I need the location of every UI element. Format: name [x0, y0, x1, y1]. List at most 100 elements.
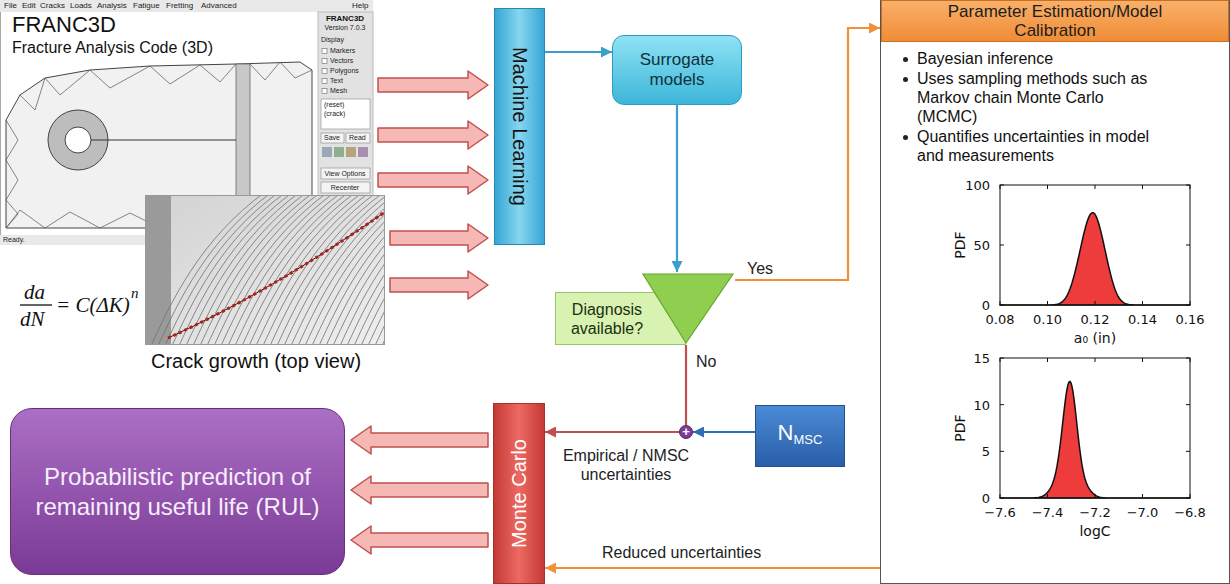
tick-label: 0 [982, 298, 990, 313]
bullet-dot [903, 135, 908, 140]
tick-mark [1186, 305, 1190, 306]
tick-label: −7.2 [1079, 505, 1111, 520]
tick-label: −7.4 [1032, 505, 1064, 520]
connector [677, 105, 678, 272]
bullet-text: Uses sampling methods such as Markov cha… [917, 70, 1147, 125]
menu-item: Analysis [97, 1, 127, 11]
panel-heading: Display [321, 36, 344, 44]
histogram-density [1000, 213, 1190, 305]
tick-label: −7.0 [1127, 505, 1159, 520]
node-text: Surrogate models [619, 50, 735, 90]
tick-mark [1000, 305, 1004, 306]
tick-mark [1190, 185, 1191, 189]
tick-mark [1095, 494, 1096, 498]
plot-frame [1000, 358, 1190, 498]
tick-label: 10 [973, 397, 990, 412]
bullet-dot [903, 77, 908, 82]
tick-mark [1095, 358, 1096, 362]
connector [351, 526, 488, 554]
connector [686, 345, 687, 425]
connector [545, 52, 612, 53]
tick-mark [1047, 494, 1048, 498]
crack-front-line [353, 195, 385, 345]
tick-label: 0.08 [986, 312, 1015, 327]
tick-mark [1000, 185, 1004, 186]
axis-label: PDF [952, 414, 968, 441]
node-text: MSC [794, 432, 823, 447]
tick-mark [1186, 498, 1190, 499]
fracture-surface [145, 195, 385, 345]
checkbox-label: Polygons [330, 67, 359, 75]
node-text: Monte Carlo [508, 439, 531, 548]
tick-mark [1000, 245, 1004, 246]
connector [378, 121, 488, 149]
menu-item: Help [352, 1, 368, 11]
node-text: Probabilistic prediction of remaining us… [23, 462, 332, 522]
axis-label: PDF [952, 231, 968, 258]
button-label: Save [324, 134, 340, 142]
tick-label: −6.8 [1174, 505, 1206, 520]
edge-label: No [694, 352, 718, 371]
panel-header: Parameter Estimation/Model Calibration [881, 0, 1229, 42]
nmsc-box: NMSC [755, 405, 845, 467]
decision-node: Diagnosis available? [555, 272, 735, 345]
menu-bar [0, 0, 373, 12]
menu-item: Fatigue [133, 1, 160, 11]
tick-mark [1142, 301, 1143, 305]
checkbox-label: Mesh [330, 87, 347, 95]
tick-label: −7.6 [984, 505, 1016, 520]
connector [545, 432, 679, 433]
button [321, 168, 370, 179]
crack-path-line [168, 212, 385, 338]
tick-mark [1190, 301, 1191, 305]
button-label: View Options [324, 170, 365, 178]
axis-label: logC [1079, 523, 1110, 539]
tool-icon [322, 147, 332, 157]
checkbox-label: Text [330, 77, 343, 85]
tick-mark [1190, 494, 1191, 498]
button-label: Read [349, 134, 366, 142]
connector [351, 476, 488, 504]
screenshot-title: FRANC3D [12, 12, 373, 38]
tick-mark [1186, 245, 1190, 246]
tick-mark [1000, 358, 1004, 359]
bullet-row: Uses sampling methods such as Markov cha… [903, 69, 1161, 126]
connector [378, 166, 488, 194]
tick-label: 0.16 [1176, 312, 1205, 327]
checkbox-label: Markers [330, 47, 355, 55]
tick-mark [1095, 185, 1096, 189]
tick-mark [1047, 301, 1048, 305]
checkbox [322, 49, 327, 54]
version-label: Version 7.0.3 [325, 24, 366, 32]
connector [390, 224, 488, 252]
machine-learning-bar: Machine Learning [494, 8, 545, 245]
tick-mark [1186, 185, 1190, 186]
block-arrow [351, 426, 488, 454]
hole-wall [145, 195, 171, 345]
equation-term: = C(ΔK) [56, 293, 130, 317]
block-arrow [390, 271, 488, 299]
crack-growth-image [145, 195, 385, 345]
tick-mark [1186, 358, 1190, 359]
edge-label: Reduced uncertainties [600, 543, 763, 562]
tick-label: 0.10 [1033, 312, 1062, 327]
tick-label: 50 [973, 238, 990, 253]
tick-label: 15 [973, 351, 990, 366]
bullet-text: Bayesian inference [917, 50, 1053, 67]
status-text: Ready. [3, 236, 25, 244]
tick-mark [1186, 451, 1190, 452]
bullet-row: Bayesian inference [903, 49, 1161, 68]
tick-mark [1047, 185, 1048, 189]
connector-line [545, 51, 612, 53]
bullet-dot [903, 57, 908, 62]
tick-mark [1142, 494, 1143, 498]
node-text: N [778, 420, 794, 445]
connector [390, 271, 488, 299]
block-arrow [378, 71, 488, 99]
tick-label: 100 [965, 178, 990, 193]
crack-line [91, 140, 236, 141]
software-screenshot-panel: FRANC3DFracture Analysis Code (3D) [0, 0, 373, 245]
panel-body: Bayesian inferenceUses sampling methods … [881, 42, 1171, 165]
hole-inner [65, 127, 91, 153]
tick-mark [1142, 358, 1143, 362]
